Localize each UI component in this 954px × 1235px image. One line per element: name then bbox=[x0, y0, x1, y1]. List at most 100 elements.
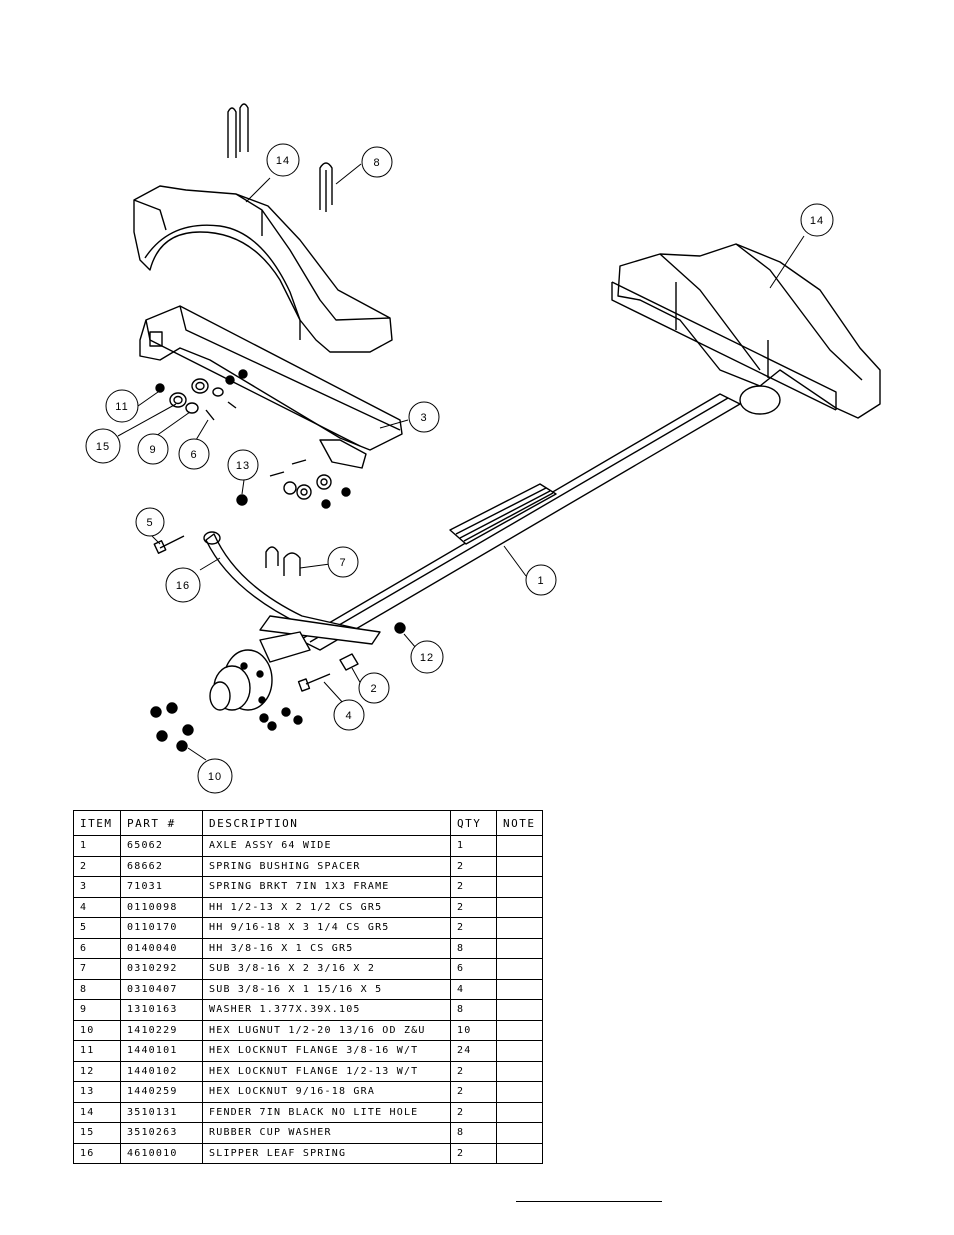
fender-left bbox=[133, 185, 393, 353]
callout-circle bbox=[333, 699, 365, 731]
cell-description: SUB 3/8-16 X 1 15/16 X 5 bbox=[202, 978, 451, 1000]
cell-qty: 2 bbox=[450, 1142, 497, 1164]
cell-description: SLIPPER LEAF SPRING bbox=[202, 1142, 451, 1164]
cell-description: AXLE ASSY 64 WIDE bbox=[202, 835, 451, 857]
cell-note bbox=[496, 1081, 543, 1103]
callout-label: 1 bbox=[537, 575, 544, 587]
cell-item: 4 bbox=[73, 896, 121, 918]
cell-description: HEX LUGNUT 1/2-20 13/16 OD Z&U bbox=[202, 1019, 451, 1041]
callout-circle bbox=[135, 507, 165, 537]
header-qty: QTY bbox=[450, 810, 497, 836]
cell-qty: 8 bbox=[450, 999, 497, 1021]
cell-note bbox=[496, 896, 543, 918]
cell-description: HH 9/16-18 X 3 1/4 CS GR5 bbox=[202, 917, 451, 939]
cell-qty: 2 bbox=[450, 1081, 497, 1103]
bolt-part-4 bbox=[297, 673, 331, 692]
callout-circle bbox=[525, 564, 557, 596]
callout-label: 2 bbox=[370, 683, 377, 695]
cell-part: 71031 bbox=[120, 876, 203, 898]
spacer-part-2 bbox=[339, 653, 359, 671]
cell-description: HH 3/8-16 X 1 CS GR5 bbox=[202, 937, 451, 959]
cell-description: HEX LOCKNUT FLANGE 3/8-16 W/T bbox=[202, 1040, 451, 1062]
cell-part: 0110170 bbox=[120, 917, 203, 939]
callout-circle bbox=[800, 203, 834, 237]
callout-circle bbox=[358, 672, 390, 704]
callout-circle bbox=[178, 438, 210, 470]
cell-part: 0110098 bbox=[120, 896, 203, 918]
callout-label: 14 bbox=[276, 155, 290, 167]
callout-label: 4 bbox=[345, 710, 352, 722]
cell-note bbox=[496, 1019, 543, 1041]
header-description: DESCRIPTION bbox=[202, 810, 451, 836]
callout-circle bbox=[85, 428, 121, 464]
cell-qty: 2 bbox=[450, 1060, 497, 1082]
cell-note bbox=[496, 1060, 543, 1082]
cell-part: 0310292 bbox=[120, 958, 203, 980]
cell-item: 8 bbox=[73, 978, 121, 1000]
cell-qty: 24 bbox=[450, 1040, 497, 1062]
cell-qty: 6 bbox=[450, 958, 497, 980]
callout-label: 8 bbox=[373, 157, 380, 169]
cell-part: 1440102 bbox=[120, 1060, 203, 1082]
header-note: NOTE bbox=[496, 810, 543, 836]
cell-part: 3510131 bbox=[120, 1101, 203, 1123]
cell-qty: 1 bbox=[450, 835, 497, 857]
cell-qty: 10 bbox=[450, 1019, 497, 1041]
cell-item: 14 bbox=[73, 1101, 121, 1123]
callout-circle bbox=[165, 567, 201, 603]
hardware-cluster-upper bbox=[155, 369, 248, 421]
cell-description: RUBBER CUP WASHER bbox=[202, 1122, 451, 1144]
header-item: ITEM bbox=[73, 810, 121, 836]
cell-part: 1310163 bbox=[120, 999, 203, 1021]
fender-right bbox=[611, 243, 881, 419]
cell-qty: 2 bbox=[450, 876, 497, 898]
cell-note bbox=[496, 855, 543, 877]
callout-label: 9 bbox=[149, 444, 156, 456]
cell-qty: 2 bbox=[450, 896, 497, 918]
header-part: PART # bbox=[120, 810, 203, 836]
cell-item: 2 bbox=[73, 855, 121, 877]
cell-item: 12 bbox=[73, 1060, 121, 1082]
cell-part: 1440259 bbox=[120, 1081, 203, 1103]
table-header-row: ITEM PART # DESCRIPTION QTY NOTE bbox=[73, 810, 543, 836]
callout-circle bbox=[266, 143, 300, 177]
callout-circle bbox=[408, 401, 440, 433]
cell-qty: 2 bbox=[450, 855, 497, 877]
cell-part: 0310407 bbox=[120, 978, 203, 1000]
cell-description: SPRING BRKT 7IN 1X3 FRAME bbox=[202, 876, 451, 898]
cell-item: 15 bbox=[73, 1122, 121, 1144]
cell-note bbox=[496, 1122, 543, 1144]
cell-part: 3510263 bbox=[120, 1122, 203, 1144]
callout-circle bbox=[137, 433, 169, 465]
cell-part: 4610010 bbox=[120, 1142, 203, 1164]
cell-note bbox=[496, 1142, 543, 1164]
cell-item: 16 bbox=[73, 1142, 121, 1164]
u-bolt-part-7 bbox=[265, 546, 301, 576]
u-bolt-part-8-left bbox=[227, 103, 249, 158]
cell-part: 0140040 bbox=[120, 937, 203, 959]
callout-label: 15 bbox=[96, 441, 110, 453]
cell-part: 1440101 bbox=[120, 1040, 203, 1062]
cell-part: 65062 bbox=[120, 835, 203, 857]
cell-item: 5 bbox=[73, 917, 121, 939]
cell-qty: 8 bbox=[450, 937, 497, 959]
cell-note bbox=[496, 958, 543, 980]
cell-item: 7 bbox=[73, 958, 121, 980]
u-bolt-part-8-right bbox=[319, 162, 333, 212]
cell-note bbox=[496, 1040, 543, 1062]
cell-description: HH 1/2-13 X 2 1/2 CS GR5 bbox=[202, 896, 451, 918]
cell-part: 68662 bbox=[120, 855, 203, 877]
cell-item: 1 bbox=[73, 835, 121, 857]
callout-label: 12 bbox=[420, 652, 434, 664]
